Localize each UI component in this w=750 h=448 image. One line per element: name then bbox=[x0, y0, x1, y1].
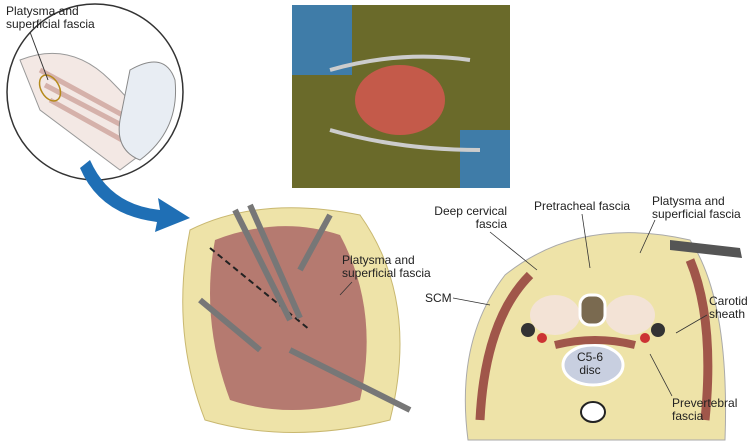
label-line: disc bbox=[579, 363, 601, 377]
label-line: superficial fascia bbox=[342, 266, 431, 280]
leader-lines bbox=[339, 213, 708, 397]
label-line: fascia bbox=[672, 409, 704, 423]
label-c5-6-disc: C5-6 disc bbox=[570, 351, 610, 377]
label-line: Platysma and bbox=[652, 194, 725, 208]
label-scm: SCM bbox=[425, 291, 452, 305]
label-section-platysma: Platysma and superficial fascia bbox=[652, 195, 741, 221]
arrow-icon bbox=[80, 160, 190, 232]
label-incision-platysma: Platysma and superficial fascia bbox=[342, 254, 431, 280]
label-pretracheal-fascia: Pretracheal fascia bbox=[534, 199, 631, 213]
label-line: sheath bbox=[709, 307, 746, 321]
label-inset-platysma: Platysma and superficial fascia bbox=[6, 5, 95, 31]
label-carotid-sheath: Carotid sheath bbox=[709, 295, 748, 321]
label-line: superficial fascia bbox=[652, 207, 741, 221]
label-line: Platysma and bbox=[342, 253, 415, 267]
intraoperative-photo bbox=[292, 5, 510, 188]
label-line: fascia bbox=[475, 217, 507, 231]
incision-illustration bbox=[182, 203, 412, 433]
cervical-cross-section bbox=[464, 232, 742, 441]
label-line: Platysma and bbox=[6, 4, 79, 18]
label-line: C5-6 bbox=[576, 350, 603, 364]
label-line: superficial fascia bbox=[6, 17, 95, 31]
label-deep-cervical-fascia: Deep cervical fascia bbox=[420, 205, 507, 231]
neck-inset-circle bbox=[6, 3, 184, 181]
label-line: Carotid bbox=[709, 294, 748, 308]
label-line: Deep cervical bbox=[434, 204, 507, 218]
label-line: Prevertebral bbox=[672, 396, 738, 410]
label-prevertebral-fascia: Prevertebral fascia bbox=[672, 397, 737, 423]
